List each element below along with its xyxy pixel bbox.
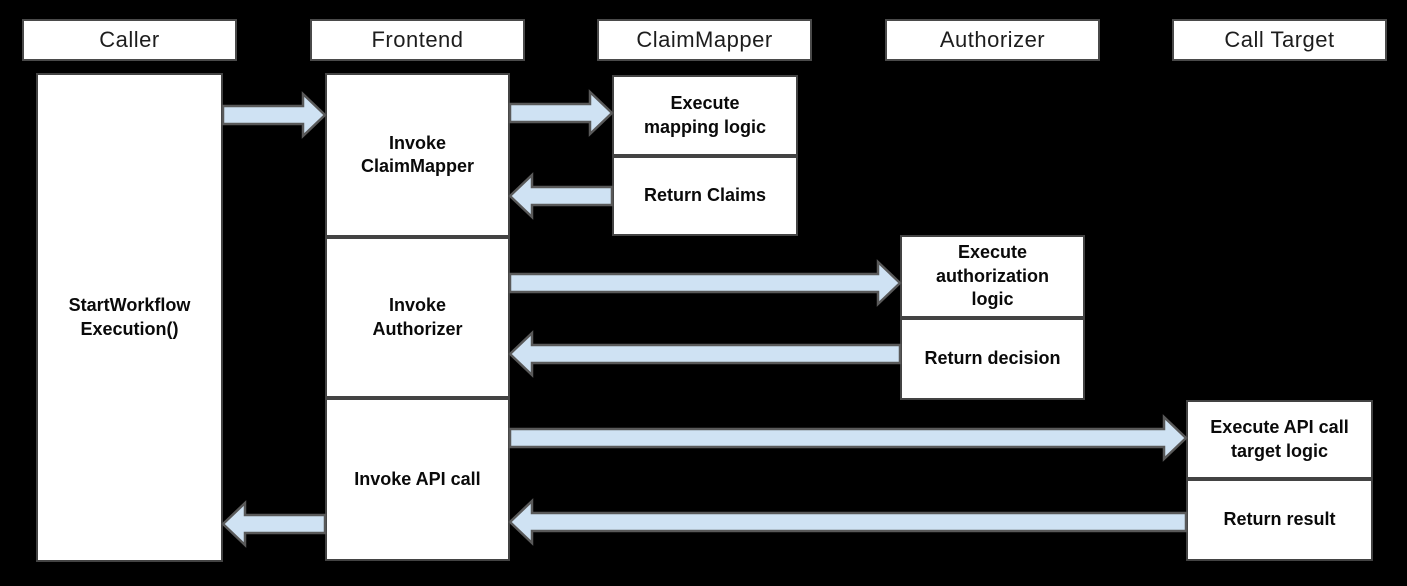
arrow-call-start-workflow	[221, 91, 327, 139]
lifeline-header-frontend: Frontend	[310, 19, 525, 61]
lifeline-header-caller: Caller	[22, 19, 237, 61]
activity-execute-mapping-logic: Execute mapping logic	[612, 75, 798, 156]
arrow-invoke-api-call	[508, 414, 1188, 462]
activity-execute-api-call-target-logic: Execute API call target logic	[1186, 400, 1373, 479]
lifeline-header-claimmapper: ClaimMapper	[597, 19, 812, 61]
activity-return-result: Return result	[1186, 479, 1373, 561]
arrow-invoke-authorizer	[508, 259, 902, 307]
lifeline-header-calltarget: Call Target	[1172, 19, 1387, 61]
arrow-return-to-caller	[221, 500, 327, 548]
activity-invoke-claimmapper: Invoke ClaimMapper	[325, 73, 510, 237]
activity-return-claims: Return Claims	[612, 156, 798, 236]
activity-invoke-api-call: Invoke API call	[325, 398, 510, 561]
activity-start-workflow-execution: StartWorkflow Execution()	[36, 73, 223, 562]
arrow-invoke-claimmapper	[508, 89, 614, 137]
arrow-return-claims	[508, 172, 614, 220]
activity-execute-authorization-logic: Execute authorization logic	[900, 235, 1085, 318]
lifeline-header-authorizer: Authorizer	[885, 19, 1100, 61]
arrow-return-result	[508, 498, 1188, 546]
activity-return-decision: Return decision	[900, 318, 1085, 400]
arrow-return-decision	[508, 330, 902, 378]
activity-invoke-authorizer: Invoke Authorizer	[325, 237, 510, 398]
